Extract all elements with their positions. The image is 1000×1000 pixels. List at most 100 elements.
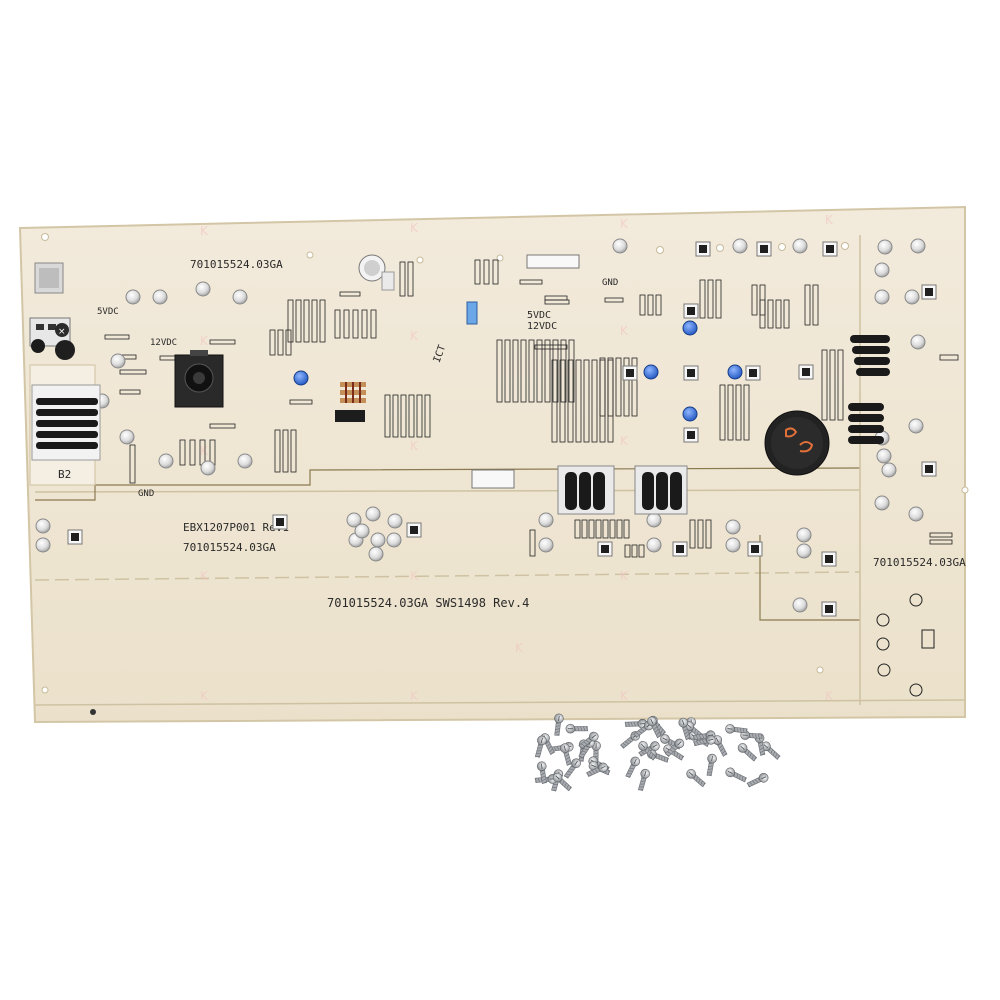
jumper-footprint	[496, 339, 503, 403]
jumper-footprint	[615, 357, 622, 417]
jumper-footprint	[295, 299, 302, 343]
svg-text:K: K	[620, 217, 629, 231]
led-footprint	[876, 637, 890, 651]
svg-text:K: K	[200, 444, 209, 458]
switch-cap	[626, 369, 634, 377]
switch-cap	[687, 431, 695, 439]
jumper-footprint	[529, 529, 536, 557]
svg-text:K: K	[515, 641, 524, 655]
switch-cap	[825, 605, 833, 613]
jumper-footprint	[727, 384, 734, 441]
jumper-footprint	[821, 349, 828, 421]
ribbon-connector-left	[31, 384, 101, 461]
screw	[725, 724, 748, 734]
jumper-footprint	[519, 279, 543, 285]
jumper-footprint	[536, 339, 543, 403]
jumper-footprint	[129, 444, 136, 484]
white-led	[725, 537, 741, 553]
jumper-footprint	[474, 259, 481, 285]
jumper-footprint	[638, 544, 645, 558]
jumper-footprint	[715, 279, 722, 319]
led-footprint	[909, 683, 923, 697]
part-number-right: 701015524.03GA	[873, 556, 966, 569]
jumper-footprint	[647, 294, 654, 316]
blue-led	[293, 370, 309, 386]
screw	[536, 761, 547, 785]
jumper-footprint	[311, 299, 318, 343]
jumper-footprint	[607, 357, 614, 417]
jumper-footprint	[939, 354, 959, 361]
rotary-selector	[174, 350, 224, 408]
switch-cap	[751, 545, 759, 553]
label-12vdc-left: 12VDC	[150, 338, 177, 348]
svg-text:K: K	[200, 689, 209, 703]
svg-text:K: K	[200, 224, 209, 238]
screw	[638, 741, 657, 761]
white-led	[904, 289, 920, 305]
screw	[686, 769, 706, 788]
led-footprint	[876, 613, 890, 627]
switch-cap	[826, 245, 834, 253]
jumper-footprint	[623, 519, 630, 539]
jumper-footprint	[407, 261, 414, 297]
jumper-footprint	[277, 329, 284, 356]
jumper-footprint	[929, 532, 953, 538]
label-b2: B2	[58, 468, 71, 481]
white-led	[365, 506, 381, 522]
led-footprint	[909, 593, 923, 607]
white-led	[346, 512, 362, 528]
white-led	[386, 532, 402, 548]
svg-text:K: K	[410, 221, 419, 235]
jumper-footprint	[767, 299, 774, 329]
jumper-footprint	[804, 284, 811, 326]
white-led	[796, 543, 812, 559]
white-led	[237, 453, 253, 469]
white-led	[35, 518, 51, 534]
jumper-footprint	[599, 357, 606, 417]
jumper-footprint	[384, 394, 391, 438]
jumper-footprint	[492, 259, 499, 285]
part-number-left: 701015524.03GA	[183, 541, 276, 554]
switch-cap	[699, 245, 707, 253]
screw	[625, 756, 641, 779]
screw	[706, 753, 717, 777]
jumper-footprint	[119, 369, 147, 375]
ribbon-connector-right	[848, 335, 890, 444]
jumper-footprint	[560, 339, 567, 403]
screw	[552, 772, 572, 792]
jumper-footprint	[735, 384, 742, 441]
white-led	[796, 527, 812, 543]
white-led	[538, 512, 554, 528]
jumper-footprint	[655, 294, 662, 316]
white-led	[792, 597, 808, 613]
white-led	[354, 523, 370, 539]
jumper-footprint	[591, 359, 598, 443]
jumper-footprint	[408, 394, 415, 438]
white-led	[158, 453, 174, 469]
white-led	[152, 289, 168, 305]
sub-board-label: EBX1207P001 Rev1	[183, 521, 289, 534]
jumper-footprint	[544, 299, 570, 305]
switch-footprint	[921, 629, 935, 649]
switch-cap	[410, 526, 418, 534]
jumper-footprint	[812, 284, 819, 326]
screw	[737, 743, 758, 762]
svg-text:K: K	[410, 689, 419, 703]
screw	[563, 758, 581, 779]
white-led	[725, 519, 741, 535]
screw-pile	[534, 713, 781, 792]
piezo-buzzer	[764, 410, 830, 476]
jumper-footprint	[400, 394, 407, 438]
svg-text:K: K	[410, 569, 419, 583]
blue-led	[682, 406, 698, 422]
jumper-footprint	[609, 519, 616, 539]
jumper-footprint	[705, 519, 712, 549]
white-led	[792, 238, 808, 254]
jumper-footprint	[559, 359, 566, 443]
white-led	[110, 353, 126, 369]
label-gnd-mid: GND	[602, 278, 618, 288]
jumper-footprint	[751, 284, 758, 316]
jumper-footprint	[743, 384, 750, 441]
jumper-footprint	[568, 339, 575, 403]
jumper-footprint	[929, 539, 953, 545]
